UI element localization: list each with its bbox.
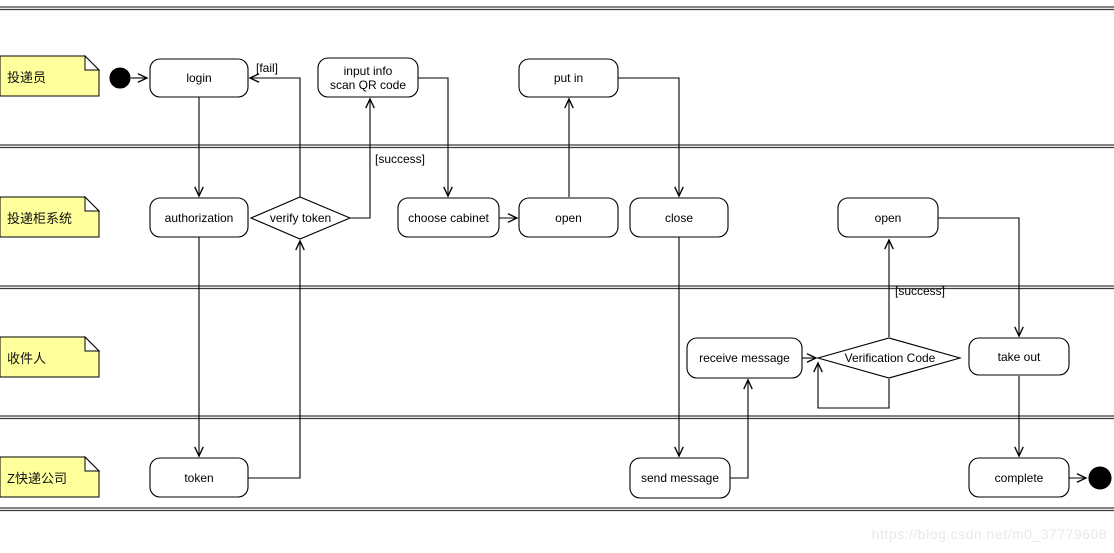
lane-note-courier [0, 55, 100, 97]
lane-note-recipient [0, 336, 100, 378]
authorization-node [149, 197, 249, 238]
edge-sendmessage-receivemessage [730, 378, 753, 479]
edge-putin-close [618, 77, 684, 198]
take-out-node [968, 337, 1070, 376]
lane-note-express-company-fold-icon [84, 455, 101, 472]
complete-node [968, 457, 1070, 498]
login-node [149, 58, 249, 98]
final-node-icon [1088, 466, 1112, 490]
put-in-node [518, 58, 619, 98]
edge-verifytoken-inputinfo-success [350, 97, 375, 219]
edges [131, 73, 1088, 483]
lane-note-cabinet-system-fold-icon [84, 195, 101, 212]
send-message-node [629, 457, 731, 499]
open-pickup-node [837, 197, 939, 238]
lane-note-courier-fold-icon [84, 54, 101, 71]
lane-borders [0, 6, 1114, 512]
edge-verificationcode-retry-loop [813, 361, 890, 409]
choose-cabinet-node [397, 197, 500, 238]
edge-token-verifytoken [248, 239, 305, 479]
token-node [149, 457, 249, 498]
edge-verifytoken-login-fail [248, 73, 301, 197]
nodes [109, 57, 1112, 499]
lane-note-recipient-fold-icon [84, 335, 101, 352]
receive-message-node [686, 337, 803, 379]
lane-note-express-company [0, 456, 100, 498]
input-info-node [317, 57, 419, 98]
edge-inputinfo-choosecabinet [418, 77, 453, 198]
initial-node-icon [109, 67, 131, 89]
edge-open-takeout [938, 217, 1024, 338]
verification-code-decision [815, 337, 963, 379]
close-node [629, 197, 729, 238]
lane-note-cabinet-system [0, 196, 100, 238]
lane-notes [0, 54, 101, 498]
open-deposit-node [518, 197, 619, 238]
verify-token-decision [249, 196, 352, 240]
